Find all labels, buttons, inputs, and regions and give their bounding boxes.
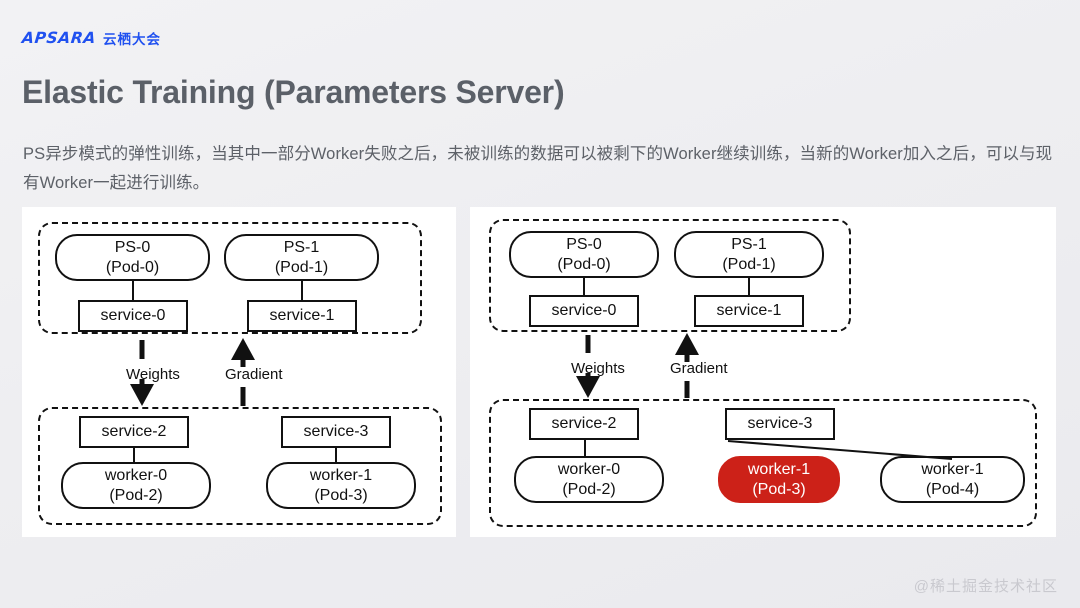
service-1-box: service-1 [694,295,804,327]
node-pod: (Pod-2) [562,480,616,498]
node-pod: (Pod-3) [752,480,806,498]
node-title: PS-0 [114,238,151,256]
node-pod: (Pod-1) [722,255,776,273]
node-pod: (Pod-2) [109,486,163,504]
node-worker-1-failed: worker-1 (Pod-3) [718,456,840,503]
arrow-label-gradient: Gradient [225,366,283,383]
node-title: PS-1 [283,238,320,256]
service-3-box: service-3 [281,416,391,448]
node-title: PS-0 [566,235,602,253]
diagram-panel-before: PS-0 (Pod-0) PS-1 (Pod-1) service-0 serv… [22,207,456,537]
description-paragraph: PS异步模式的弹性训练，当其中一部分Worker失败之后，未被训练的数据可以被剩… [23,145,1053,192]
node-ps-1: PS-1 (Pod-1) [224,234,379,281]
service-0-box: service-0 [78,300,188,332]
node-ps-0: PS-0 (Pod-0) [509,231,659,278]
arrow-label-gradient: Gradient [670,360,728,377]
service-1-box: service-1 [247,300,357,332]
node-pod: (Pod-3) [314,486,368,504]
service-2-box: service-2 [79,416,189,448]
node-worker-0: worker-0 (Pod-2) [61,462,211,509]
brand-latin-text: APSARA [21,29,97,47]
diagram-before-failure: PS-0 (Pod-0) PS-1 (Pod-1) service-0 serv… [22,207,456,537]
node-ps-0: PS-0 (Pod-0) [55,234,210,281]
brand-logo: APSARA 云栖大会 [21,28,162,48]
diagram-after-failure: PS-0 (Pod-0) PS-1 (Pod-1) service-0 serv… [470,207,1056,537]
arrow-label-weights: Weights [126,366,180,383]
diagram-panel-after: PS-0 (Pod-0) PS-1 (Pod-1) service-0 serv… [470,207,1056,537]
arrow-label-weights: Weights [571,360,625,377]
ps-group-box [38,222,422,334]
node-title: worker-1 [921,460,984,478]
node-title: worker-0 [557,460,621,478]
node-pod: (Pod-1) [274,258,329,276]
diagram-connectors [130,281,337,462]
node-worker-0: worker-0 (Pod-2) [514,456,664,503]
node-pod: (Pod-4) [925,480,980,498]
page-title: Elastic Training (Parameters Server) [22,74,565,110]
service-0-box: service-0 [529,295,639,327]
ps-group-box [489,219,851,332]
worker-group-box [489,399,1037,527]
node-worker-1-new: worker-1 (Pod-4) [880,456,1025,503]
node-pod: (Pod-0) [557,255,611,273]
node-worker-1: worker-1 (Pod-3) [266,462,416,509]
node-ps-1: PS-1 (Pod-1) [674,231,824,278]
service-2-box: service-2 [529,408,639,440]
node-pod: (Pod-0) [105,258,160,276]
node-title: worker-1 [747,460,811,478]
brand-chinese-text: 云栖大会 [103,32,162,47]
node-title: PS-1 [731,235,767,253]
service-3-box: service-3 [725,408,835,440]
watermark: @稀土掘金技术社区 [913,578,1058,595]
worker-group-box [38,407,442,525]
node-title: worker-0 [104,466,168,484]
diagram-connectors [576,278,953,460]
node-title: worker-1 [309,466,373,484]
